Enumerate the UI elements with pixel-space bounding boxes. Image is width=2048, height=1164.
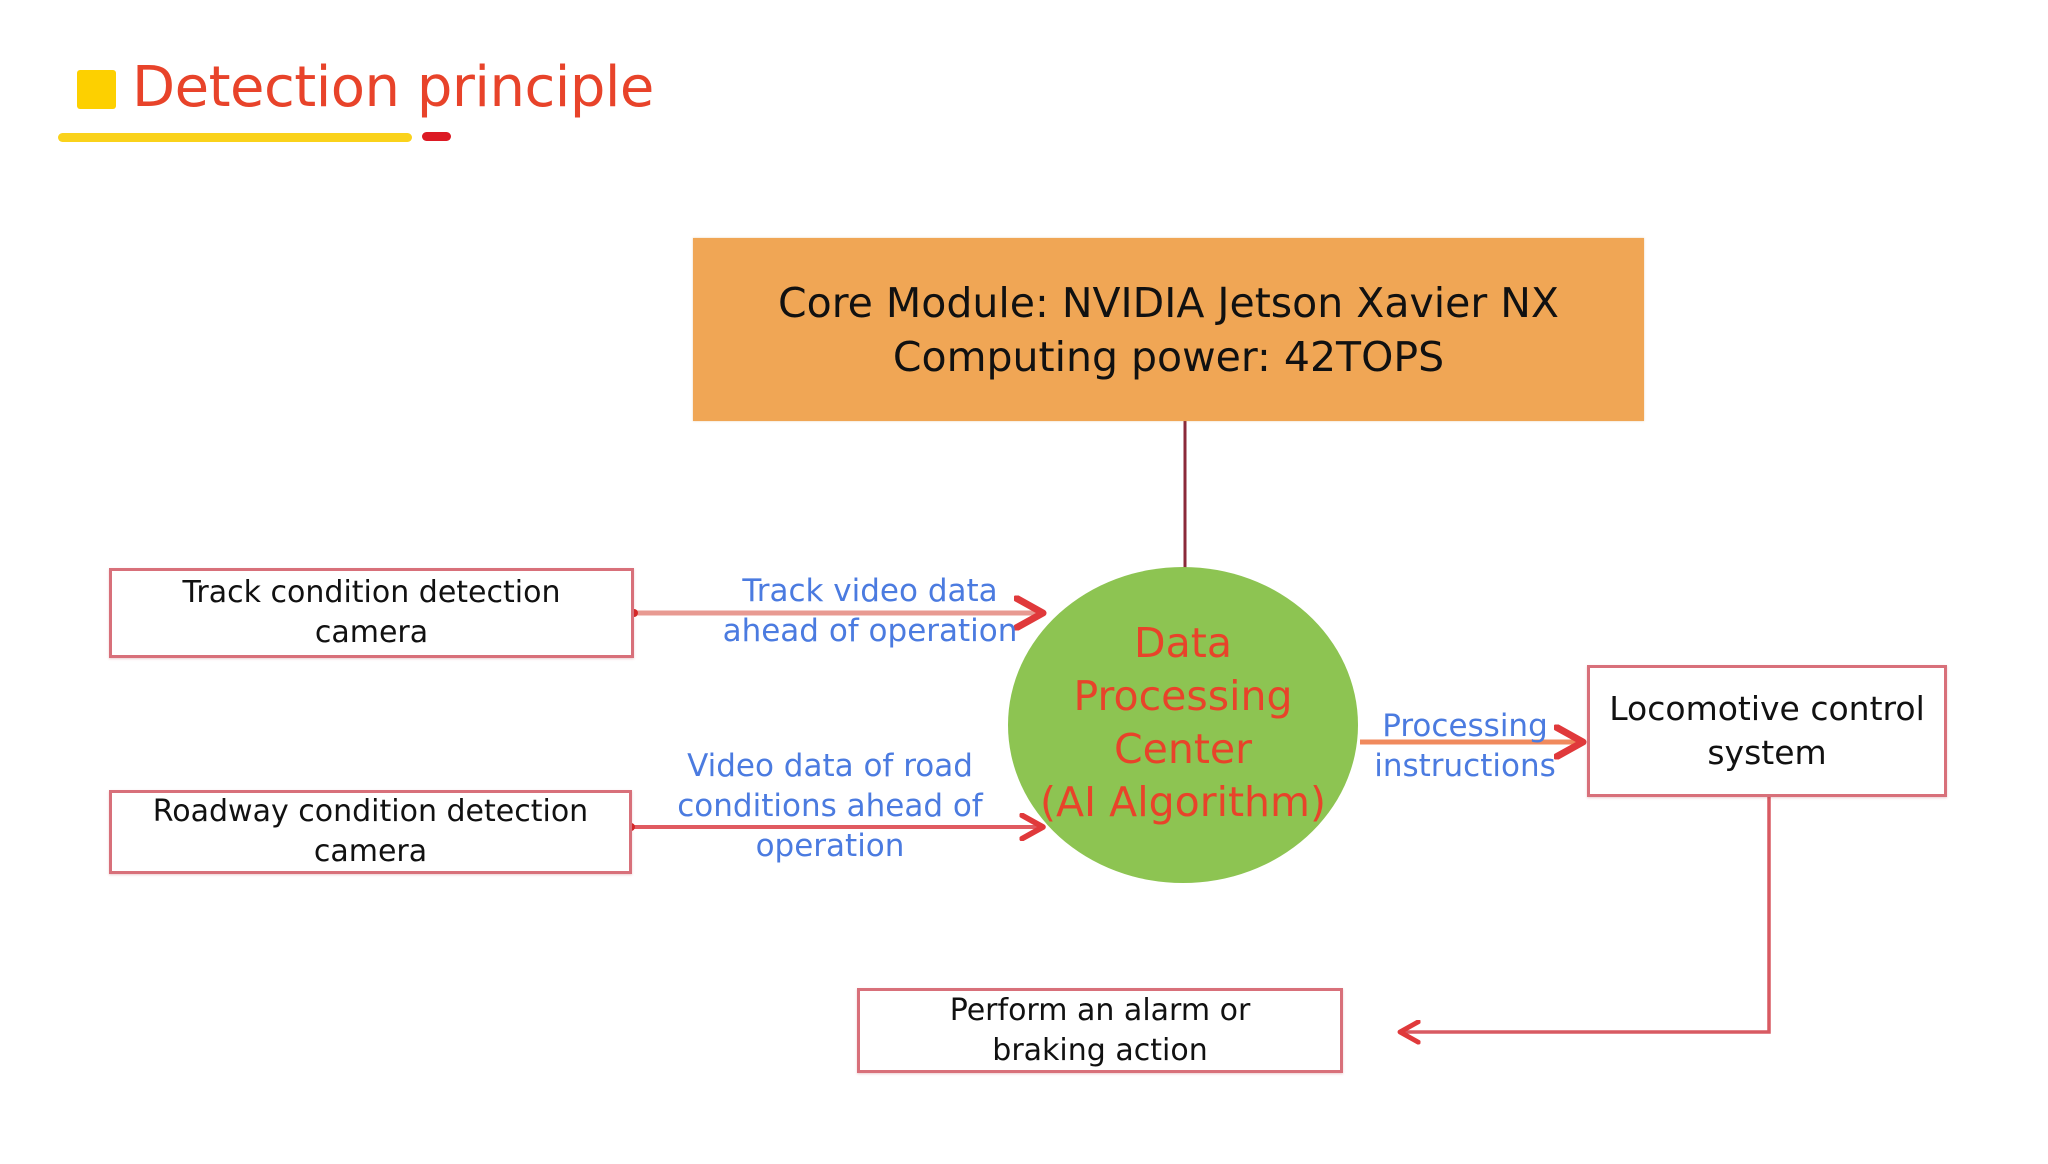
title-bullet-square: [77, 70, 116, 109]
processing-center-line: Processing: [1073, 672, 1293, 720]
track-camera-box: Track condition detection camera: [109, 568, 634, 658]
processing-center-line: (AI Algorithm): [1040, 778, 1326, 826]
box-label-line: camera: [314, 615, 429, 650]
box-label-line: Roadway condition detection: [152, 794, 589, 829]
edge-label-line: Video data of road: [687, 748, 973, 784]
box-label-line: Perform an alarm or: [949, 992, 1251, 1028]
edge-label-line: instructions: [1374, 748, 1556, 784]
roadway-data-edge-label: Video data of road conditions ahead of o…: [660, 746, 1000, 866]
track-data-edge-label: Track video data ahead of operation: [700, 571, 1040, 651]
box-label-line: camera: [313, 834, 428, 869]
edge-label-line: operation: [755, 828, 905, 864]
computing-power-line: Computing power: 42TOPS: [892, 332, 1445, 381]
box-label-line: braking action: [992, 1032, 1208, 1068]
processing-center-line: Data: [1134, 619, 1232, 667]
box-label-line: system: [1707, 733, 1827, 772]
locomotive-to-action-arrow: [1400, 797, 1771, 1032]
page-title: Detection principle: [132, 55, 654, 120]
edge-label-line: Track video data: [742, 573, 998, 609]
box-label-line: Track condition detection: [182, 575, 561, 610]
processing-instructions-edge-label: Processing instructions: [1355, 706, 1575, 786]
title-underline-accent: [422, 132, 451, 141]
processing-center-label: Data Processing Center (AI Algorithm): [1033, 617, 1333, 829]
processing-center-line: Center: [1114, 725, 1252, 773]
alarm-braking-action-box: Perform an alarm or braking action: [857, 988, 1343, 1073]
core-module-box: Core Module: NVIDIA Jetson Xavier NX Com…: [693, 238, 1644, 421]
core-module-line: Core Module: NVIDIA Jetson Xavier NX: [777, 278, 1559, 327]
locomotive-control-box: Locomotive control system: [1587, 665, 1947, 797]
roadway-camera-box: Roadway condition detection camera: [109, 790, 632, 874]
box-label-line: Locomotive control: [1609, 689, 1925, 728]
edge-label-line: ahead of operation: [722, 613, 1018, 649]
processing-center-circle: [1008, 567, 1358, 883]
title-underline: [58, 133, 412, 142]
edge-label-line: Processing: [1382, 708, 1548, 744]
edge-label-line: conditions ahead of: [677, 788, 983, 824]
